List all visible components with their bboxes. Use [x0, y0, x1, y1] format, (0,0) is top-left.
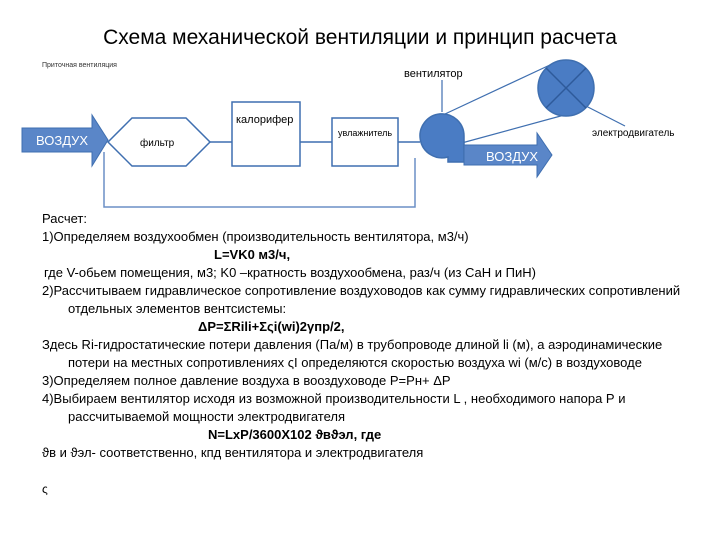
- diagram-subtitle: Приточная вентиляция: [42, 62, 117, 69]
- calc-where-2: Здесь Ri-гидростатические потери давлени…: [42, 337, 663, 370]
- air-inlet-arrow: [21, 113, 109, 168]
- air-outlet-label: ВОЗДУХ: [486, 149, 538, 164]
- air-outlet-arrow: [463, 131, 553, 179]
- calc-where-1: где V-обьем помещения, м3; K0 –кратность…: [44, 265, 536, 280]
- formula-pressure-loss: ΔP=ΣRili+Σςi(wi)2γпр/2,: [198, 319, 345, 334]
- page-title: Схема механической вентиляции и принцип …: [103, 26, 617, 49]
- motor-label-pointer: [581, 103, 626, 127]
- return-duct-line: [103, 152, 416, 208]
- calc-step-4: 4)Выбираем вентилятор исходя из возможно…: [42, 391, 626, 424]
- formula-power: N=LxP/3600X102 ϑвϑэл, где: [208, 427, 382, 442]
- heater-label: калорифер: [236, 114, 294, 126]
- belt-line-top: [444, 63, 553, 115]
- calc-footnote: ς: [42, 482, 48, 496]
- heater-box: [231, 101, 301, 167]
- calc-step-1: 1)Определяем воздухообмен (производитель…: [42, 229, 469, 244]
- calc-heading: Расчет:: [42, 211, 87, 226]
- filter-box: [106, 117, 212, 167]
- belt-line-bottom: [457, 113, 569, 145]
- calc-step-2: 2)Рассчитываем гидравлическое сопротивле…: [42, 283, 681, 316]
- motor-cross-2: [545, 67, 587, 109]
- air-inlet-label: ВОЗДУХ: [36, 133, 88, 148]
- formula-airflow: L=VK0 м3/ч,: [214, 247, 291, 262]
- ventilation-diagram: ВОЗДУХ ВОЗДУХ фильтр вентилятор: [21, 59, 626, 208]
- filter-label: фильтр: [140, 137, 175, 149]
- calc-where-3: ϑв и ϑэл- соответственно, кпд вентилятор…: [42, 445, 424, 460]
- humidifier-label: увлажнитель: [338, 128, 393, 138]
- fan-label: вентилятор: [404, 68, 463, 80]
- motor-label: электродвигатель: [592, 128, 675, 139]
- fan-body: [419, 113, 465, 163]
- humidifier-box: [331, 117, 399, 167]
- calculation-section: Расчет: 1)Определяем воздухообмен (произ…: [42, 210, 692, 498]
- calc-step-3: 3)Определяем полное давление воздуха в в…: [42, 373, 451, 388]
